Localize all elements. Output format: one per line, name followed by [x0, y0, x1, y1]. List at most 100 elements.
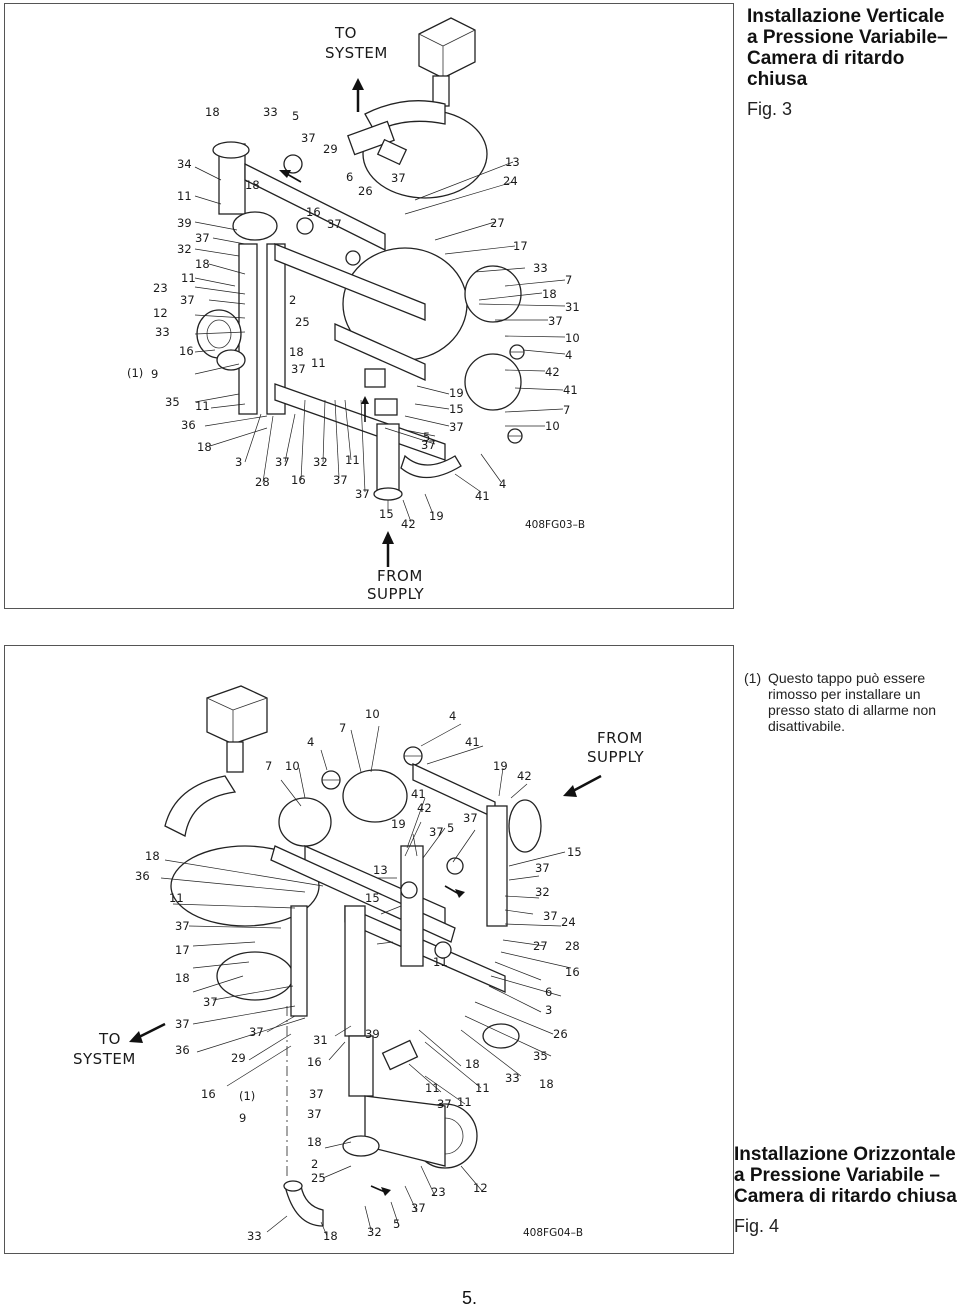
fig3-callout-label: 5 [292, 109, 299, 123]
fig4-callout-label: 19 [391, 817, 406, 831]
fig4-callout-label: 32 [535, 885, 550, 899]
fig4-callout-label: 37 [309, 1087, 324, 1101]
fig3-from-supply-arrow [382, 531, 394, 567]
fig3-callout-label: 7 [565, 273, 572, 287]
fig3-callout-label: 16 [291, 473, 306, 487]
fig4-callout-label: 42 [417, 801, 432, 815]
fig4-to-system-arrow [129, 1022, 166, 1043]
fig3-callout-label: 11 [177, 189, 192, 203]
fig4-callout-label: 35 [533, 1049, 548, 1063]
fig4-callout-label: 37 [437, 1097, 452, 1111]
fig3-callout-label: 37 [449, 420, 464, 434]
fig4-callout-label: 41 [465, 735, 480, 749]
fig3-callout-label: 16 [306, 205, 321, 219]
fig3-from-supply-line1: FROM [377, 567, 423, 585]
fig3-callout-label: 37 [548, 314, 563, 328]
fig4-callout-label: 11 [457, 1095, 472, 1109]
fig3-callout-label: 4 [565, 348, 572, 362]
fig4-from-supply-arrow [563, 774, 602, 797]
fig4-callout-label: 4 [449, 709, 456, 723]
fig4-callout-label: 12 [473, 1181, 488, 1195]
fig4-callout-label: 18 [145, 849, 160, 863]
page-number: 5. [462, 1288, 478, 1308]
footnote: (1) Questo tappo può essere rimosso per … [744, 670, 956, 734]
fig4-callout-label: 2 [311, 1157, 318, 1171]
fig3-to-system-line1: TO [334, 24, 357, 42]
fig3-callout-label: 16 [179, 344, 194, 358]
fig4-callout-label: 36 [175, 1043, 190, 1057]
fig4-callout-label: (1) [239, 1089, 255, 1103]
fig3-callout-label: 33 [533, 261, 548, 275]
fig4-to-system-line2: SYSTEM [73, 1050, 136, 1068]
fig4-callout-label: 5 [447, 821, 454, 835]
fig4-callout-label: 6 [545, 985, 552, 999]
fig3-callout-label: 31 [565, 300, 580, 314]
fig3-drawing-code: 408FG03–B [525, 519, 585, 531]
fig3-callout-label: 37 [355, 487, 370, 501]
fig3-callout-label: 17 [513, 239, 528, 253]
fig3-callout-label: 25 [295, 315, 310, 329]
fig4-callout-label: 37 [175, 1017, 190, 1031]
fig4-callout-label: 37 [411, 1201, 426, 1215]
fig3-callout-label: 42 [545, 365, 560, 379]
fig4-callout-label: 39 [365, 1027, 380, 1041]
fig4-callout-label: 11 [169, 891, 184, 905]
fig4-callout-label: 27 [533, 939, 548, 953]
fig4-callout-label: 33 [247, 1229, 262, 1243]
fig4-callout-label: 18 [307, 1135, 322, 1149]
fig3-caption-number: Fig. 3 [747, 99, 793, 119]
fig3-callout-label: 41 [563, 383, 578, 397]
fig3-callout-label: 37 [195, 231, 210, 245]
fig4-caption-title: Installazione Orizzontale a Pressione Va… [734, 1144, 957, 1207]
fig4-svg: FROM SUPPLY TO SYSTEM 408FG04–B [73, 685, 644, 1243]
fig4-callout-label: 37 [463, 811, 478, 825]
fig3-callout-label: 18 [289, 345, 304, 359]
fig3-callout-label: 3 [235, 455, 242, 469]
footnote-number: (1) [744, 670, 762, 686]
fig3-callout-label: 36 [181, 418, 196, 432]
fig3-callout-label: 15 [449, 402, 464, 416]
fig4-callout-label: 28 [565, 939, 580, 953]
fig3-callout-label: 33 [263, 105, 278, 119]
fig3-callout-label: 18 [245, 178, 260, 192]
fig4-callout-label: 11 [475, 1081, 490, 1095]
fig4-caption-number: Fig. 4 [734, 1216, 780, 1236]
fig3-callout-label: 39 [177, 216, 192, 230]
fig3-callout-label: (1) [127, 366, 143, 380]
fig4-callout-label: 37 [307, 1107, 322, 1121]
fig4-leader-lines [160, 723, 572, 1237]
fig3-trim-schematic [196, 17, 525, 501]
fig3-callout-label: 37 [421, 438, 436, 452]
fig3-callout-label: 10 [565, 331, 580, 345]
fig3-callout-label: 18 [542, 287, 557, 301]
fig3-callout-label: 7 [563, 403, 570, 417]
fig3-callout-label: 11 [345, 453, 360, 467]
fig3-callout-label: 5 [423, 430, 430, 444]
fig3-callout-label: 19 [449, 386, 464, 400]
fig3-callout-label: 4 [499, 477, 506, 491]
fig4-callout-label: 23 [431, 1185, 446, 1199]
fig3-callout-label: 11 [311, 356, 326, 370]
fig3-callout-label: 32 [313, 455, 328, 469]
fig3-callout-label: 19 [429, 509, 444, 523]
fig3-callout-label: 29 [323, 142, 338, 156]
fig3-callout-label: 34 [177, 157, 192, 171]
fig4-caption: Installazione Orizzontale a Pressione Va… [734, 1144, 960, 1236]
fig3-callout-label: 13 [505, 155, 520, 169]
fig3-callout-label: 37 [275, 455, 290, 469]
fig4-callout-label: 37 [543, 909, 558, 923]
fig3-callout-label: 33 [155, 325, 170, 339]
fig4-callout-label: 17 [175, 943, 190, 957]
fig4-callout-label: 37 [535, 861, 550, 875]
fig4-callout-label: 10 [285, 759, 300, 773]
fig4-callout-label: 9 [239, 1111, 246, 1125]
fig4-trim-schematic [164, 685, 542, 1227]
fig3-caption: Installazione Verticale a Pressione Vari… [747, 6, 957, 119]
fig3-callout-label: 37 [291, 362, 306, 376]
fig3-callout-label: 27 [490, 216, 505, 230]
fig4-callout-label: 36 [135, 869, 150, 883]
fig4-callout-label: 26 [553, 1027, 568, 1041]
fig4-callout-label: 5 [393, 1217, 400, 1231]
fig4-callout-label: 15 [365, 891, 380, 905]
